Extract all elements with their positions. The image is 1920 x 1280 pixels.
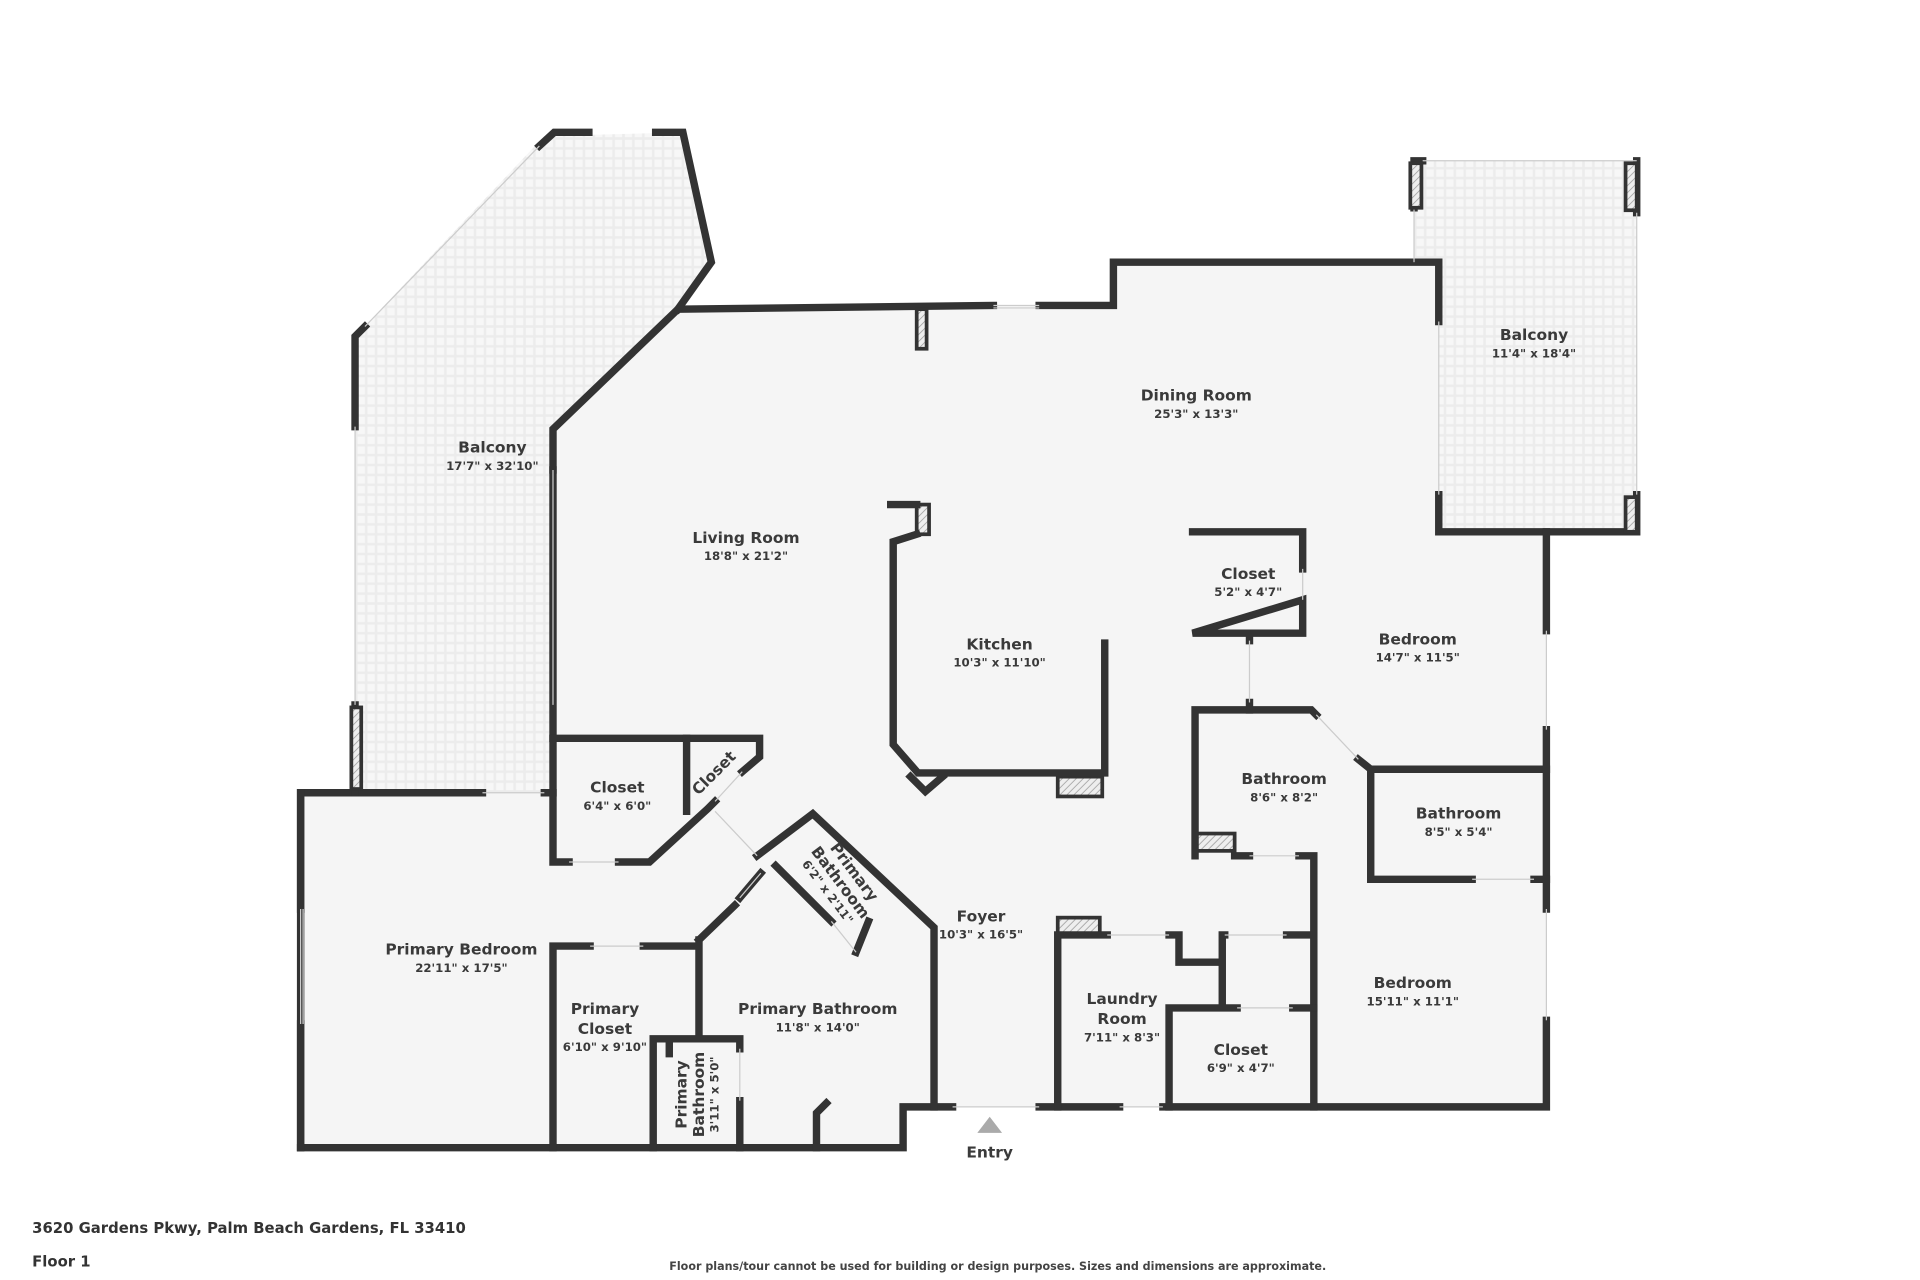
- room-label-primary-bathroom-wc: Primary Bathroom 3'11" x 5'0": [673, 1052, 722, 1138]
- room-label-primary-bedroom: Primary Bedroom: [385, 941, 537, 959]
- room-dims-laundry: 7'11" x 8'3": [1084, 1030, 1160, 1044]
- balcony-left-floor: [355, 132, 712, 793]
- room-label-line1: Primary: [673, 1060, 691, 1128]
- room-dims-balcony-right: 11'4" x 18'4": [1492, 346, 1576, 360]
- room-label-kitchen: Kitchen: [966, 635, 1032, 653]
- room-dims-dining-room: 25'3" x 13'3": [1154, 407, 1238, 421]
- address: 3620 Gardens Pkwy, Palm Beach Gardens, F…: [32, 1220, 466, 1237]
- room-dims: 3'11" x 5'0": [708, 1056, 722, 1132]
- room-label-primary-bathroom: Primary Bathroom: [738, 1000, 897, 1018]
- interior-floor: [300, 262, 1547, 1148]
- room-dims-primary-bathroom: 11'8" x 14'0": [776, 1020, 860, 1034]
- room-label-balcony-left: Balcony: [458, 439, 526, 457]
- room-label-foyer: Foyer: [957, 907, 1006, 925]
- room-dims-living-room: 18'8" x 21'2": [704, 549, 788, 563]
- room-label-line2: Bathroom: [690, 1052, 708, 1138]
- room-dims-closet-living: 6'4" x 6'0": [583, 799, 651, 813]
- room-dims-closet-bed3: 6'9" x 4'7": [1207, 1061, 1275, 1075]
- room-dims-bathroom-2: 8'5" x 5'4": [1425, 825, 1493, 839]
- room-dims-primary-closet: 6'10" x 9'10": [563, 1040, 647, 1054]
- room-label-bedroom-3: Bedroom: [1374, 974, 1452, 992]
- room-label-laundry-2: Room: [1097, 1010, 1146, 1028]
- room-label-living-room: Living Room: [692, 529, 799, 547]
- room-label-closet-living: Closet: [590, 779, 645, 797]
- room-dims-foyer: 10'3" x 16'5": [939, 928, 1023, 942]
- room-dims-closet-bed2: 5'2" x 4'7": [1214, 585, 1282, 599]
- disclaimer: Floor plans/tour cannot be used for buil…: [669, 1260, 1326, 1273]
- entry-label: Entry: [966, 1144, 1013, 1162]
- room-dims-bedroom-3: 15'11" x 11'1": [1367, 994, 1459, 1008]
- room-label-bathroom-2: Bathroom: [1416, 805, 1502, 823]
- door-openings: [482, 568, 1535, 1108]
- room-label-bedroom-2: Bedroom: [1379, 630, 1457, 648]
- room-label-primary-closet-1: Primary: [571, 1000, 639, 1018]
- room-label-laundry-1: Laundry: [1087, 990, 1158, 1008]
- room-dims-bedroom-2: 14'7" x 11'5": [1376, 651, 1460, 665]
- room-dims-balcony-left: 17'7" x 32'10": [446, 459, 538, 473]
- room-label-closet-bed2: Closet: [1221, 565, 1276, 583]
- structural-columns: [349, 161, 1639, 937]
- entry-arrow-icon: [977, 1116, 1003, 1133]
- room-label-balcony-right: Balcony: [1500, 326, 1568, 344]
- floor-label: Floor 1: [32, 1253, 90, 1270]
- interior-walls: [549, 500, 1551, 1152]
- balcony-right-floor: [1414, 160, 1637, 532]
- room-label-bathroom-1: Bathroom: [1241, 770, 1327, 788]
- room-dims-bathroom-1: 8'6" x 8'2": [1250, 790, 1318, 804]
- room-label-closet-bed3: Closet: [1214, 1041, 1269, 1059]
- room-dims-primary-bedroom: 22'11" x 17'5": [415, 961, 507, 975]
- room-dims-kitchen: 10'3" x 11'10": [953, 656, 1045, 670]
- windows: [300, 145, 1638, 1024]
- room-label-primary-closet-2: Closet: [578, 1020, 633, 1038]
- room-label-dining-room: Dining Room: [1141, 387, 1252, 405]
